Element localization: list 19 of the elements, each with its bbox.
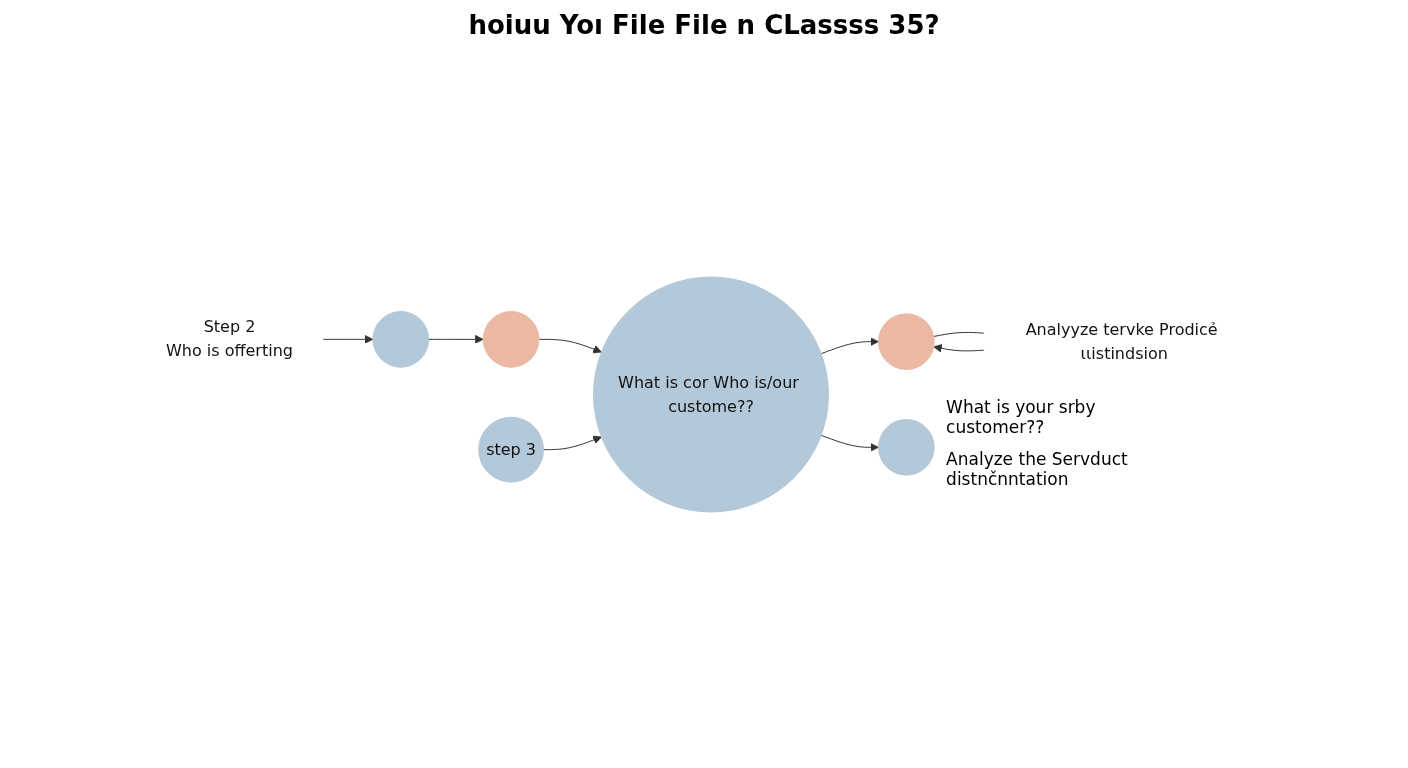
arrow [542,435,602,450]
node-text: Step 2 Who is offerting [165,316,293,360]
arrow [322,334,374,344]
node-text: Analyyze tervke Prodicẻ ιιistindsion [1025,319,1218,363]
node-circle: What is cor Who is/our custome?? [592,276,829,512]
node-circle [877,418,935,476]
arrow [428,334,484,344]
node-circle [877,312,935,370]
arrow [538,338,602,353]
arrow [820,336,879,354]
connector [933,331,985,337]
arrow [820,434,879,452]
node-caption: Analyze the Servduct distnčnntation [946,448,1129,489]
diagram-title: hoiuu Yoı File File n CLassss 35? [467,10,941,40]
node-caption: What is your srby customer?? [946,396,1097,437]
node-circle [372,310,430,368]
node-circle: step 3 [478,416,544,483]
arrow [933,343,985,353]
node-circle [482,310,540,368]
